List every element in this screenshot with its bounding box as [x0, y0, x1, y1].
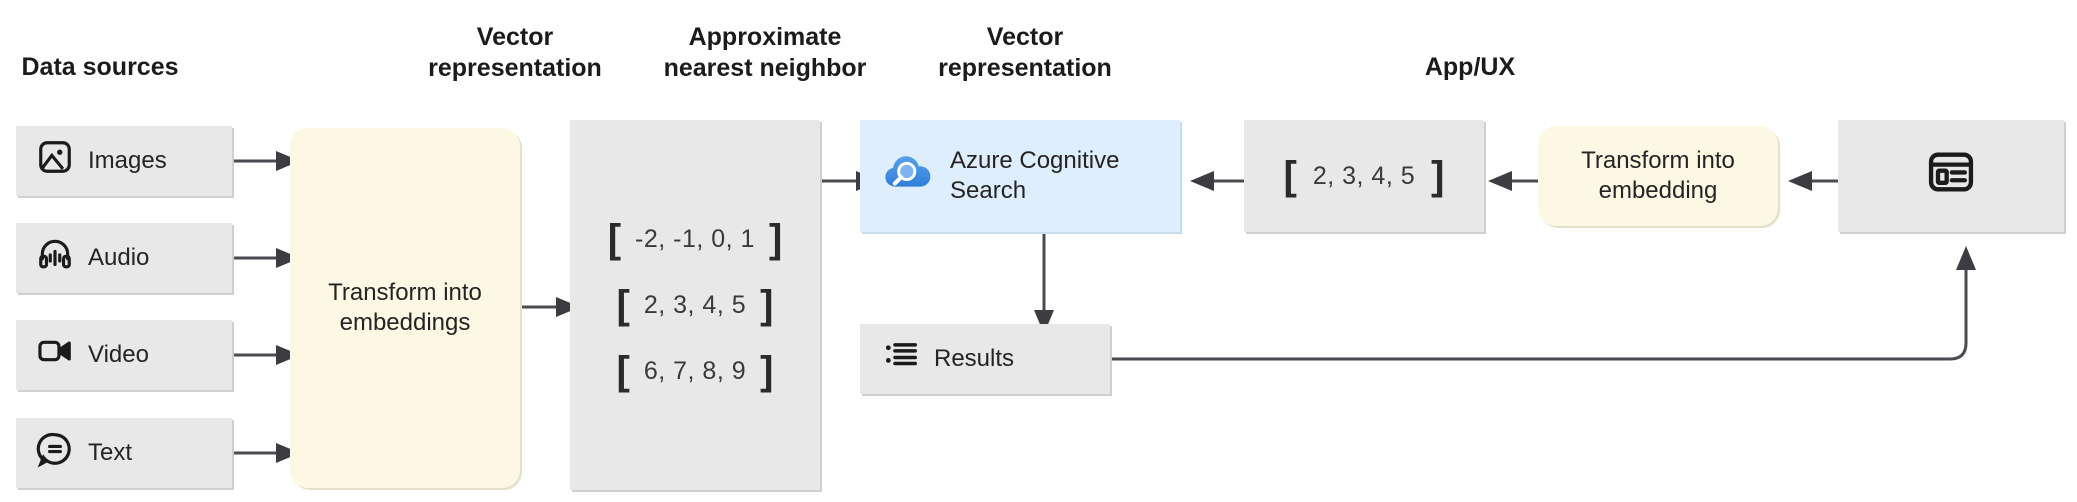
vector-row: [ 6, 7, 8, 9 ]: [616, 349, 774, 393]
vector-representation-right-box: [ 2, 3, 4, 5 ]: [1244, 120, 1484, 232]
bracket-open: [: [1283, 154, 1297, 198]
vector-values: 2, 3, 4, 5: [1312, 161, 1416, 190]
arrow-results-to-app: [1110, 246, 1976, 361]
app-ux-box[interactable]: [1838, 120, 2064, 232]
heading-vector-representation-left: Vector representation: [428, 23, 602, 82]
arrow-search-to-results: [1034, 232, 1054, 334]
vector-row: [ 2, 3, 4, 5 ]: [616, 283, 774, 327]
heading-app-ux: App/UX: [1424, 53, 1516, 81]
bracket-close: ]: [1431, 154, 1445, 198]
data-source-text[interactable]: Text: [16, 418, 232, 488]
bracket-open: [: [616, 283, 630, 327]
vector-values: -2, -1, 0, 1: [635, 224, 755, 253]
transform-into-embedding-label: Transform into embedding: [1581, 147, 1735, 204]
vector-representation-left-box: [ -2, -1, 0, 1 ] [ 2, 3, 4, 5 ] [ 6, 7, …: [570, 120, 820, 490]
data-source-video[interactable]: Video: [16, 320, 232, 390]
heading-approximate-nearest-neighbor: Approximate nearest neighbor: [663, 23, 867, 82]
data-source-audio[interactable]: Audio: [16, 223, 232, 293]
data-source-label: Images: [88, 147, 167, 174]
image-icon: [36, 138, 74, 184]
speech-bubble-icon: [36, 430, 74, 476]
vector-row: [ -2, -1, 0, 1 ]: [607, 217, 783, 261]
azure-search-cloud-icon: [882, 145, 936, 207]
azure-cognitive-search-box[interactable]: Azure Cognitive Search: [860, 120, 1180, 232]
vector-values: 6, 7, 8, 9: [643, 356, 747, 385]
bracket-close: ]: [760, 283, 774, 327]
results-label: Results: [934, 345, 1015, 372]
vector-values: 2, 3, 4, 5: [643, 290, 747, 319]
heading-vector-representation-right: Vector representation: [938, 23, 1112, 82]
data-source-label: Video: [88, 341, 149, 368]
app-window-icon: [1925, 146, 1977, 206]
video-camera-icon: [36, 332, 74, 378]
headphones-icon: [36, 235, 74, 281]
results-box[interactable]: Results: [860, 324, 1110, 394]
bracket-open: [: [616, 349, 630, 393]
data-source-label: Text: [88, 439, 133, 466]
heading-data-sources: Data sources: [21, 53, 179, 81]
bracket-close: ]: [768, 217, 783, 261]
transform-into-embeddings-label: Transform into embeddings: [328, 279, 482, 336]
azure-cognitive-search-label: Azure Cognitive Search: [950, 147, 1120, 204]
data-source-images[interactable]: Images: [16, 126, 232, 196]
transform-into-embedding-box[interactable]: Transform into embedding: [1538, 126, 1778, 226]
bulleted-list-icon: [882, 336, 920, 382]
transform-into-embeddings-box[interactable]: Transform into embeddings: [290, 128, 520, 488]
data-source-label: Audio: [88, 244, 150, 271]
bracket-open: [: [607, 217, 622, 261]
bracket-close: ]: [760, 349, 774, 393]
